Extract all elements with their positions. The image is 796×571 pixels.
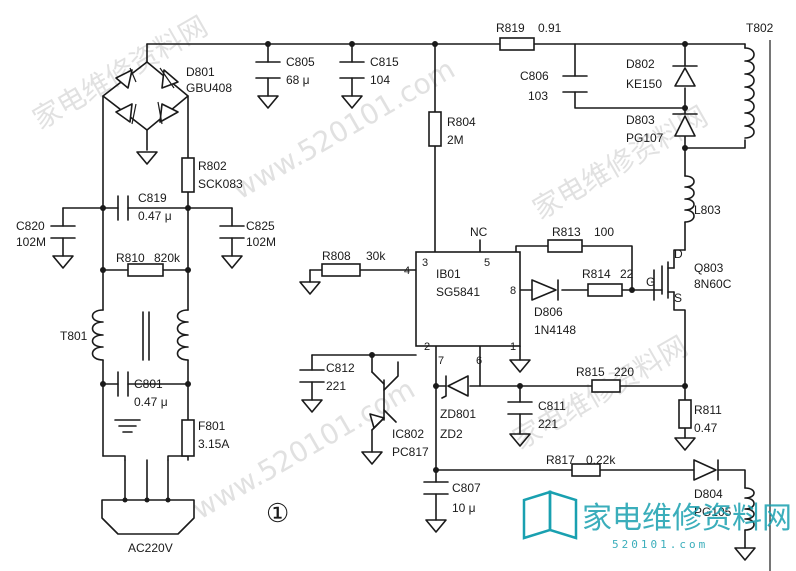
label-r804-val: 2M	[447, 133, 464, 147]
label-d803-type: PG107	[626, 131, 664, 145]
label-t801: T801	[60, 329, 88, 343]
label-r811-val: 0.47	[694, 421, 718, 435]
ic-pin-numbers: 4 3 5 8 2 1 7 6	[404, 257, 516, 367]
label-r804: R804	[447, 115, 476, 129]
label-r817-val: 0.22k	[586, 453, 616, 467]
label-c812-val: 221	[326, 379, 346, 393]
label-c820: C820	[16, 219, 45, 233]
label-ic-ref: IB01	[436, 267, 461, 281]
label-c801-val: 0.47 μ	[134, 395, 168, 409]
junction-dots	[100, 41, 688, 473]
label-q803: Q803	[694, 261, 724, 275]
label-d802: D802	[626, 57, 655, 71]
label-c825: C825	[246, 219, 275, 233]
label-zd801-type: ZD2	[440, 427, 463, 441]
label-r813: R813	[552, 225, 581, 239]
label-c807: C807	[452, 481, 481, 495]
resistors	[127, 37, 692, 477]
label-ic802-type: PC817	[392, 445, 429, 459]
label-ic802: IC802	[392, 427, 424, 441]
label-c801: C801	[134, 377, 163, 391]
site-logo: 家电维修资料网 520101.com	[522, 490, 792, 551]
pin-number: 2	[424, 341, 430, 353]
label-r815-val: 220	[614, 365, 634, 379]
pin-number: 1	[510, 341, 516, 353]
label-c819: C819	[138, 191, 167, 205]
label-pin-s: S	[674, 291, 682, 305]
label-f801-val: 3.15A	[198, 437, 229, 451]
control-ic-sg5841	[415, 251, 521, 347]
label-pin-g: G	[646, 275, 655, 289]
diodes	[441, 65, 719, 481]
label-r808: R808	[322, 249, 351, 263]
label-pin-d: D	[674, 247, 683, 261]
label-c819-val: 0.47 μ	[138, 209, 172, 223]
ac-plug	[101, 497, 195, 535]
label-c815-val: 104	[370, 73, 390, 87]
label-c811: C811	[538, 399, 566, 413]
label-r810-val: 820k	[154, 251, 181, 265]
label-r810: R810	[116, 251, 145, 265]
label-f801: F801	[198, 419, 226, 433]
label-q803-type: 8N60C	[694, 277, 732, 291]
label-d801-type: GBU408	[186, 81, 232, 95]
label-r814-val: 22	[620, 267, 634, 281]
watermark-site: www.520101.com	[227, 52, 461, 206]
book-icon	[522, 490, 552, 540]
figure-number: ①	[266, 499, 289, 529]
label-ic-type: SG5841	[436, 285, 480, 299]
ground-symbols	[52, 95, 756, 561]
label-r817: R817	[546, 453, 575, 467]
label-r814: R814	[582, 267, 611, 281]
label-c825-val: 102M	[246, 235, 276, 249]
pin-number: 8	[510, 285, 516, 297]
label-c805-val: 68 μ	[286, 73, 310, 87]
bridge-rectifier-d801	[102, 61, 189, 151]
label-c820-val: 102M	[16, 235, 46, 249]
pin-number: 7	[438, 355, 444, 367]
label-r813-val: 100	[594, 225, 614, 239]
label-r802: R802	[198, 159, 227, 173]
pin-number: 3	[422, 257, 428, 269]
label-d806: D806	[534, 305, 563, 319]
inductors	[91, 40, 771, 571]
label-t802: T802	[746, 21, 774, 35]
label-d804-type: PG105	[694, 505, 732, 519]
label-d804: D804	[694, 487, 723, 501]
label-d803: D803	[626, 113, 655, 127]
label-d801: D801	[186, 65, 215, 79]
label-c811-val: 221	[538, 417, 558, 431]
capacitors	[50, 61, 588, 495]
label-nc: NC	[470, 225, 488, 239]
label-l803: L803	[694, 203, 721, 217]
component-labels: D801 GBU408 C805 68 μ C815 104 R819 0.91…	[16, 21, 774, 555]
label-c805: C805	[286, 55, 315, 69]
pin-number: 5	[484, 257, 490, 269]
logo-text: 家电维修资料网	[582, 501, 792, 536]
mosfet-q803	[653, 261, 675, 299]
label-zd801: ZD801	[440, 407, 476, 421]
pin-number: 4	[404, 265, 410, 277]
optocoupler-ic802	[369, 361, 399, 431]
label-c806-val: 103	[528, 89, 548, 103]
label-r815: R815	[576, 365, 605, 379]
label-r819: R819	[496, 21, 525, 35]
label-ac: AC220V	[128, 541, 173, 555]
label-r808-val: 30k	[366, 249, 386, 263]
label-c807-val: 10 μ	[452, 501, 476, 515]
label-c815: C815	[370, 55, 399, 69]
label-d806-type: 1N4148	[534, 323, 576, 337]
label-d802-type: KE150	[626, 77, 662, 91]
label-c806: C806	[520, 69, 549, 83]
label-r811: R811	[694, 403, 722, 417]
label-r802-val: SCK083	[198, 177, 243, 191]
label-r819-val: 0.91	[538, 21, 562, 35]
label-c812: C812	[326, 361, 355, 375]
logo-url: 520101.com	[612, 538, 708, 551]
pin-number: 6	[476, 355, 482, 367]
